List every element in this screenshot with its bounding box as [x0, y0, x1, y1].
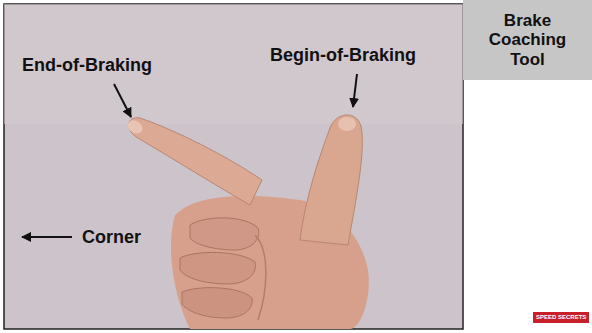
hand-crease — [255, 235, 266, 320]
leader-arrow — [22, 236, 72, 238]
corner-label: Corner — [82, 228, 141, 248]
hand — [125, 115, 369, 329]
end-label: End-of-Braking — [22, 56, 152, 76]
leader-arrow — [114, 84, 131, 117]
thumb-nail — [338, 117, 356, 131]
curled-finger — [182, 288, 252, 318]
index-finger — [128, 118, 262, 205]
begin-label: Begin-of-Braking — [270, 46, 416, 66]
curled-finger — [190, 218, 259, 250]
finger-nail — [125, 118, 145, 136]
leader-arrow — [353, 74, 357, 107]
title-box: Brake Coaching Tool — [463, 0, 592, 80]
logo-box: SPEED SECRETS — [533, 312, 589, 323]
photo-light — [4, 4, 463, 124]
logo-text: SPEED SECRETS — [536, 314, 586, 321]
curled-finger — [180, 252, 255, 284]
title-text: Brake Coaching Tool — [476, 11, 580, 70]
thumb — [300, 115, 362, 245]
photo-background — [4, 4, 463, 329]
